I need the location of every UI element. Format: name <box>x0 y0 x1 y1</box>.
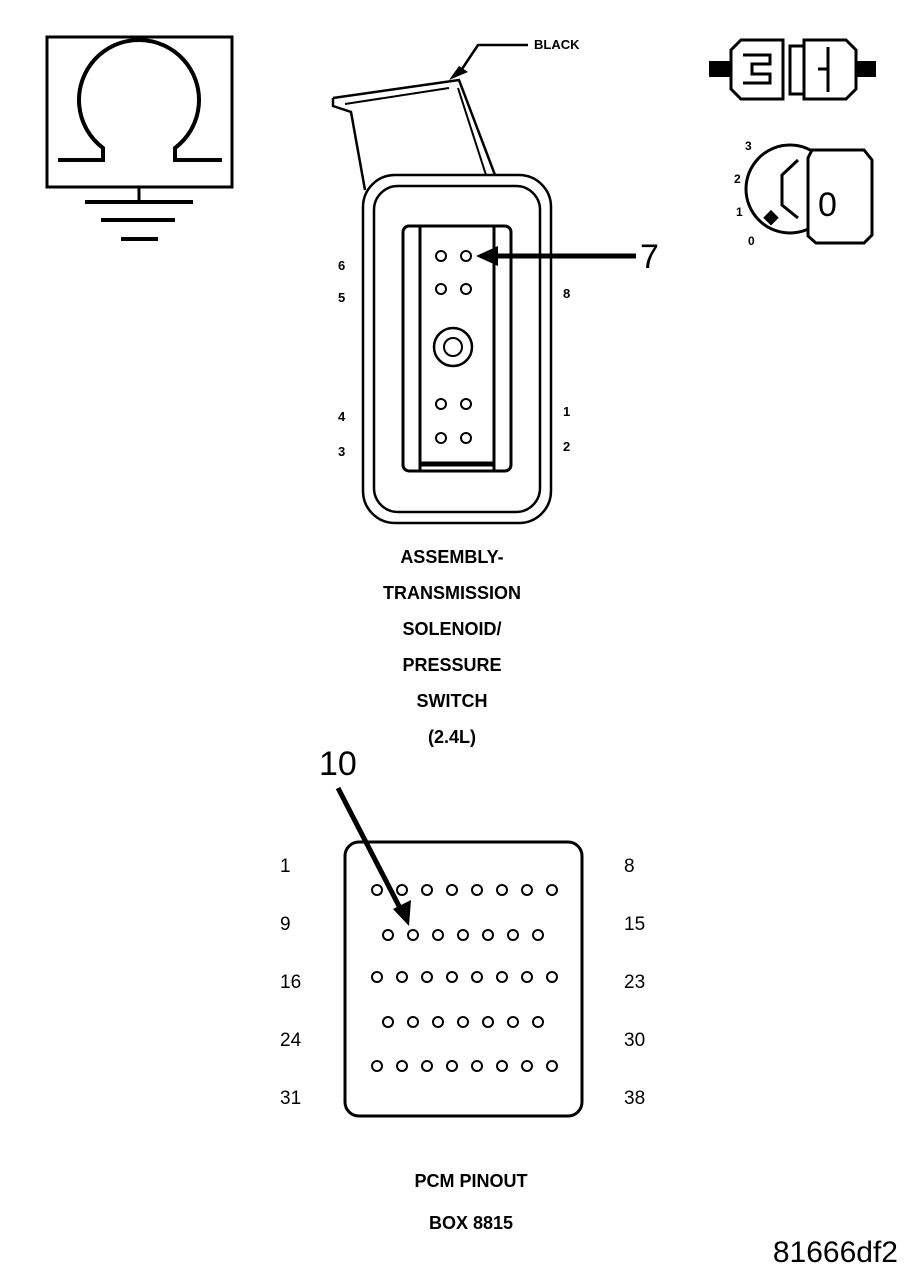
pcm-pin-8 <box>546 884 558 896</box>
pcm-pin-33 <box>421 1060 433 1072</box>
solenoid-pin-label-6: 6 <box>338 258 345 273</box>
pcm-label-left-24: 24 <box>280 1030 302 1051</box>
pcm-label-right-38: 38 <box>624 1088 645 1109</box>
pcm-pin-grid <box>371 884 558 1072</box>
pcm-pin-24 <box>382 1016 394 1028</box>
callout-arrow-10 <box>335 786 403 910</box>
pcm-label-left-31: 31 <box>280 1088 301 1109</box>
ignition-position-2: 2 <box>734 172 741 186</box>
callout-7: 7 <box>640 238 659 276</box>
pcm-pin-11 <box>432 929 444 941</box>
pcm-pin-38 <box>546 1060 558 1072</box>
pcm-pin-17 <box>396 971 408 983</box>
pcm-pin-21 <box>496 971 508 983</box>
pcm-pin-22 <box>521 971 533 983</box>
pcm-label-right-23: 23 <box>624 972 645 993</box>
ignition-position-3: 3 <box>745 139 752 153</box>
figure-id: 81666df2 <box>773 1236 898 1269</box>
wire-color-label: BLACK <box>534 37 580 52</box>
caption-line-1: ASSEMBLY- <box>400 547 503 567</box>
pcm-pin-4 <box>446 884 458 896</box>
caption-line-3: SOLENOID/ <box>402 619 501 639</box>
solenoid-pin-label-5: 5 <box>338 290 345 305</box>
pcm-caption-line-1: PCM PINOUT <box>414 1171 527 1191</box>
solenoid-caption: ASSEMBLY- TRANSMISSION SOLENOID/ PRESSUR… <box>383 547 521 747</box>
pcm-pin-1 <box>371 884 383 896</box>
solenoid-pin-label-8: 8 <box>563 286 570 301</box>
pcm-pin-3 <box>421 884 433 896</box>
caption-line-5: SWITCH <box>417 691 488 711</box>
pcm-pin-13 <box>482 929 494 941</box>
pcm-caption-line-2: BOX 8815 <box>429 1213 513 1233</box>
solenoid-pin-label-3: 3 <box>338 444 345 459</box>
pcm-pin-6 <box>496 884 508 896</box>
pcm-pin-34 <box>446 1060 458 1072</box>
wire-leader <box>456 43 528 76</box>
ohmmeter-icon <box>45 35 234 241</box>
pcm-pin-26 <box>432 1016 444 1028</box>
pcm-pin-20 <box>471 971 483 983</box>
pcm-pin-14 <box>507 929 519 941</box>
pcm-pin-23 <box>546 971 558 983</box>
pcm-caption: PCM PINOUT BOX 8815 <box>414 1171 527 1233</box>
pcm-label-left-1: 1 <box>280 856 291 877</box>
pcm-label-left-9: 9 <box>280 914 291 935</box>
pcm-pin-2 <box>396 884 408 896</box>
pcm-pin-37 <box>521 1060 533 1072</box>
solenoid-pin-label-2: 2 <box>563 439 570 454</box>
pcm-pin-27 <box>457 1016 469 1028</box>
pcm-pin-7 <box>521 884 533 896</box>
caption-line-4: PRESSURE <box>402 655 501 675</box>
pcm-pin-9 <box>382 929 394 941</box>
pcm-pin-10 <box>407 929 419 941</box>
pcm-pin-12 <box>457 929 469 941</box>
ignition-key-icon: 3 2 1 0 0 <box>734 139 874 248</box>
pcm-pin-35 <box>471 1060 483 1072</box>
ignition-key-label: 0 <box>818 186 837 224</box>
connector-disconnect-icon <box>709 38 876 101</box>
pcm-pin-19 <box>446 971 458 983</box>
pcm-pin-32 <box>396 1060 408 1072</box>
pcm-pin-29 <box>507 1016 519 1028</box>
pcm-label-left-16: 16 <box>280 972 301 993</box>
pcm-connector-body <box>343 840 584 1118</box>
pcm-pin-36 <box>496 1060 508 1072</box>
pcm-pin-18 <box>421 971 433 983</box>
pcm-pin-31 <box>371 1060 383 1072</box>
pcm-pin-15 <box>532 929 544 941</box>
pcm-pin-16 <box>371 971 383 983</box>
pcm-pin-5 <box>471 884 483 896</box>
pcm-label-right-30: 30 <box>624 1030 645 1051</box>
pcm-pin-25 <box>407 1016 419 1028</box>
solenoid-connector: BLACK 6 5 4 3 8 1 2 7 <box>331 37 659 525</box>
ignition-position-1: 1 <box>736 205 743 219</box>
pcm-label-right-15: 15 <box>624 914 645 935</box>
callout-10: 10 <box>319 745 357 783</box>
caption-line-6: (2.4L) <box>428 727 476 747</box>
pcm-pin-30 <box>532 1016 544 1028</box>
caption-line-2: TRANSMISSION <box>383 583 521 603</box>
solenoid-pin-label-4: 4 <box>338 409 346 424</box>
pcm-connector: 1 9 16 24 31 8 15 23 30 38 10 <box>280 745 645 1118</box>
pcm-pin-28 <box>482 1016 494 1028</box>
pcm-label-right-8: 8 <box>624 856 635 877</box>
solenoid-pin-label-1: 1 <box>563 404 570 419</box>
ignition-position-0: 0 <box>748 234 755 248</box>
